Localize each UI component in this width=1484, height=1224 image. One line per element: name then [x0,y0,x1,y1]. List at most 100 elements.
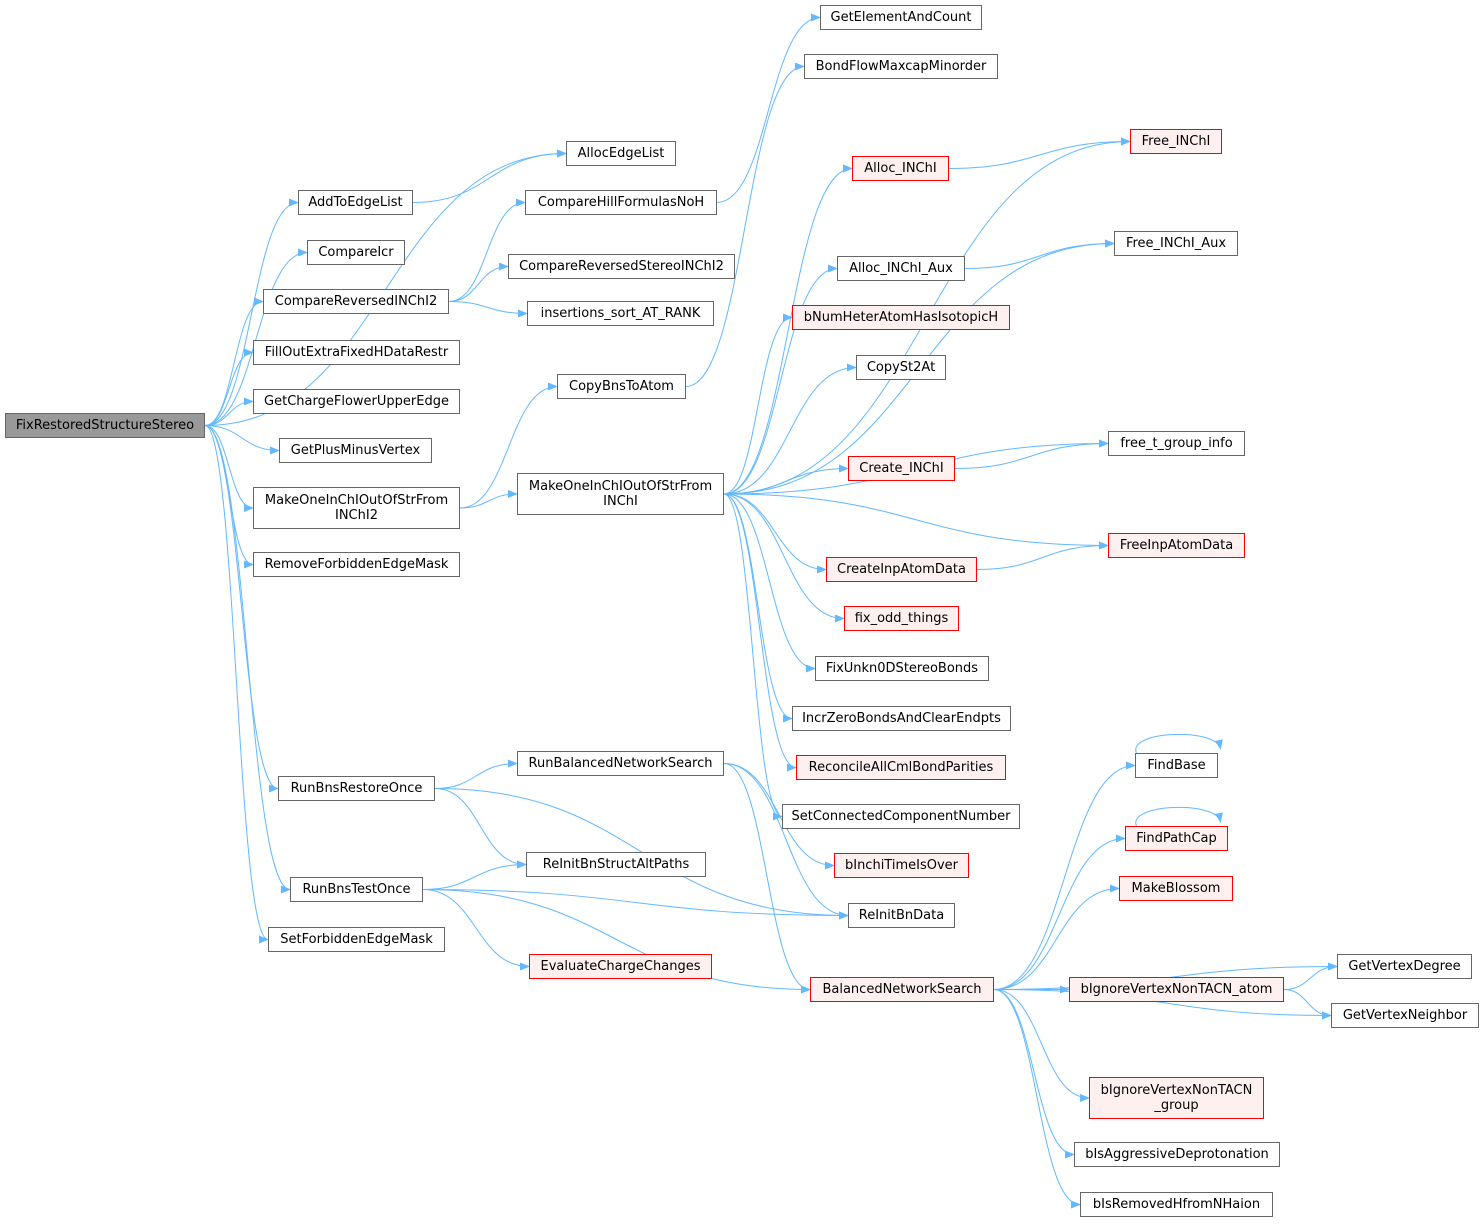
node-free-inch-i[interactable]: Free_INChI [1130,129,1222,154]
edge-fix-restored-structure-stereo-to-run-bns-restore-once [204,425,279,793]
edge-copy-bns-to-atom-to-bond-flow-maxcap-minorder [685,62,805,387]
edge-fix-restored-structure-stereo-to-get-plus-minus-vertex [204,425,280,455]
node-re-init-bn-data[interactable]: ReInitBnData [848,903,955,928]
node-find-path-cap[interactable]: FindPathCap [1125,826,1228,851]
node-copy-st2-at[interactable]: CopySt2At [856,355,946,380]
edge-b-ignore-vertex-non-tacn-atom-to-get-vertex-neighbor [1283,989,1332,1020]
node-get-vertex-degree[interactable]: GetVertexDegree [1337,954,1472,979]
edge-make-one-in-ch-iout-of-str-from-inch-i-to-fix-unkn0-dstereo-bonds [723,493,816,673]
node-set-connected-component-number[interactable]: SetConnectedComponentNumber [782,804,1020,829]
node-find-base[interactable]: FindBase [1135,753,1218,778]
node-bond-flow-maxcap-minorder[interactable]: BondFlowMaxcapMinorder [804,54,998,79]
edge-run-bns-restore-once-to-re-init-bn-struct-alt-paths [434,788,527,869]
edge-create-inch-i-to-free-t-group-info [954,439,1109,469]
edge-make-one-in-ch-iout-of-str-from-inch-i-to-alloc-inch-i [723,164,853,495]
edge-balanced-network-search-to-find-path-cap [993,834,1126,990]
node-re-init-bn-struct-alt-paths[interactable]: ReInitBnStructAltPaths [526,852,706,877]
node-remove-forbidden-edge-mask[interactable]: RemoveForbiddenEdgeMask [253,552,460,577]
edge-balanced-network-search-to-b-is-removed-hfrom-nhaion [993,989,1081,1209]
node-balanced-network-search[interactable]: BalancedNetworkSearch [810,977,994,1002]
node-alloc-inch-i[interactable]: Alloc_INChI [852,156,949,181]
node-reconcile-all-cml-bond-parities[interactable]: ReconcileAllCmlBondParities [796,755,1006,780]
node-compare-reversed-inch-i2[interactable]: CompareReversedINChI2 [263,289,449,314]
node-run-bns-restore-once[interactable]: RunBnsRestoreOnce [278,776,435,801]
node-compare-icr[interactable]: CompareIcr [307,240,405,265]
edge-make-one-in-ch-iout-of-str-from-inch-i2-to-make-one-in-ch-iout-of-str-from-inch-i [459,490,518,509]
node-make-blossom[interactable]: MakeBlossom [1119,876,1233,901]
node-b-num-heter-atom-has-isotopic-h[interactable]: bNumHeterAtomHasIsotopicH [792,305,1010,330]
edge-balanced-network-search-to-make-blossom [993,884,1120,990]
node-get-plus-minus-vertex[interactable]: GetPlusMinusVertex [279,438,432,463]
edge-fix-restored-structure-stereo-to-fill-out-extra-fixed-hdata-restr [204,348,254,426]
node-insertions-sort-at-rank[interactable]: insertions_sort_AT_RANK [527,301,714,326]
node-run-bns-test-once[interactable]: RunBnsTestOnce [290,877,423,902]
edge-add-to-edge-list-to-alloc-edge-list [412,149,567,203]
edge-create-inp-atom-data-to-free-inp-atom-data [976,541,1109,570]
node-get-element-and-count[interactable]: GetElementAndCount [820,5,982,30]
edge-make-one-in-ch-iout-of-str-from-inch-i-to-free-inp-atom-data [723,493,1109,550]
node-create-inch-i[interactable]: Create_INChI [848,456,955,481]
edge-find-base-to-find-base [1135,733,1223,754]
edge-balanced-network-search-to-b-ignore-vertex-non-tacn-group [993,989,1090,1102]
node-alloc-inch-i-aux[interactable]: Alloc_INChI_Aux [837,256,965,281]
node-alloc-edge-list[interactable]: AllocEdgeList [566,141,676,166]
node-fill-out-extra-fixed-hdata-restr[interactable]: FillOutExtraFixedHDataRestr [253,340,460,365]
edge-run-bns-test-once-to-evaluate-charge-changes [422,889,530,971]
edge-balanced-network-search-to-get-vertex-neighbor [993,989,1332,1020]
node-b-inchi-time-is-over[interactable]: bInchiTimeIsOver [834,853,969,878]
node-create-inp-atom-data[interactable]: CreateInpAtomData [826,557,977,582]
node-free-t-group-info[interactable]: free_t_group_info [1108,431,1245,456]
edge-compare-hill-formulas-no-h-to-get-element-and-count [716,13,821,203]
edge-make-one-in-ch-iout-of-str-from-inch-i-to-b-num-heter-atom-has-isotopic-h [723,313,793,495]
node-add-to-edge-list[interactable]: AddToEdgeList [298,190,413,215]
node-set-forbidden-edge-mask[interactable]: SetForbiddenEdgeMask [268,927,445,952]
edge-compare-reversed-inch-i2-to-insertions-sort-at-rank [448,301,528,318]
edge-make-one-in-ch-iout-of-str-from-inch-i-to-copy-st2-at [723,363,857,495]
edge-balanced-network-search-to-b-is-aggressive-deprotonation [993,989,1075,1159]
node-evaluate-charge-changes[interactable]: EvaluateChargeChanges [529,954,712,979]
edge-fix-restored-structure-stereo-to-set-forbidden-edge-mask [204,425,269,944]
edge-run-bns-test-once-to-re-init-bn-struct-alt-paths [422,860,527,890]
edge-compare-reversed-inch-i2-to-compare-reversed-stereo-inch-i2 [448,262,509,302]
edge-make-one-in-ch-iout-of-str-from-inch-i2-to-copy-bns-to-atom [459,382,558,509]
node-b-ignore-vertex-non-tacn-atom[interactable]: bIgnoreVertexNonTACN_atom [1069,977,1284,1002]
edge-fix-restored-structure-stereo-to-get-charge-flower-upper-edge [204,397,254,426]
edge-run-balanced-network-search-to-balanced-network-search [723,763,811,994]
node-free-inch-i-aux[interactable]: Free_INChI_Aux [1114,231,1238,256]
edge-alloc-inch-i-aux-to-free-inch-i-aux [964,239,1115,269]
node-b-ignore-vertex-non-tacn-group[interactable]: bIgnoreVertexNonTACN _group [1089,1077,1264,1119]
node-make-one-in-ch-iout-of-str-from-inch-i[interactable]: MakeOneInChIOutOfStrFrom INChI [517,473,724,515]
node-get-charge-flower-upper-edge[interactable]: GetChargeFlowerUpperEdge [253,389,460,414]
node-run-balanced-network-search[interactable]: RunBalancedNetworkSearch [517,751,724,776]
edge-make-one-in-ch-iout-of-str-from-inch-i-to-reconcile-all-cml-bond-parities [723,493,797,772]
edge-fix-restored-structure-stereo-to-add-to-edge-list [204,198,299,426]
edge-run-bns-test-once-to-balanced-network-search [422,889,811,994]
edge-fix-restored-structure-stereo-to-compare-reversed-inch-i2 [204,297,264,426]
node-b-is-aggressive-deprotonation[interactable]: bIsAggressiveDeprotonation [1074,1142,1280,1167]
edge-run-balanced-network-search-to-re-init-bn-data [723,763,849,920]
edge-make-one-in-ch-iout-of-str-from-inch-i-to-set-connected-component-number [723,493,783,821]
edge-make-one-in-ch-iout-of-str-from-inch-i-to-alloc-inch-i-aux [723,264,838,495]
edge-fix-restored-structure-stereo-to-compare-icr [204,248,308,426]
edge-balanced-network-search-to-find-base [993,761,1136,990]
node-incr-zero-bonds-and-clear-endpts[interactable]: IncrZeroBondsAndClearEndpts [792,706,1011,731]
edge-fix-restored-structure-stereo-to-make-one-in-ch-iout-of-str-from-inch-i2 [204,425,254,512]
edge-b-ignore-vertex-non-tacn-atom-to-get-vertex-degree [1283,962,1338,990]
node-compare-reversed-stereo-inch-i2[interactable]: CompareReversedStereoINChI2 [508,254,735,279]
node-fix-restored-structure-stereo: FixRestoredStructureStereo [5,413,205,438]
node-copy-bns-to-atom[interactable]: CopyBnsToAtom [557,374,686,399]
node-make-one-in-ch-iout-of-str-from-inch-i2[interactable]: MakeOneInChIOutOfStrFrom INChI2 [253,487,460,529]
node-compare-hill-formulas-no-h[interactable]: CompareHillFormulasNoH [525,190,717,215]
edge-find-path-cap-to-find-path-cap [1135,806,1223,827]
node-free-inp-atom-data[interactable]: FreeInpAtomData [1108,533,1245,558]
node-fix-odd-things[interactable]: fix_odd_things [844,606,959,631]
node-fix-unkn0-dstereo-bonds[interactable]: FixUnkn0DStereoBonds [815,656,989,681]
edge-fix-restored-structure-stereo-to-run-bns-test-once [204,425,291,894]
edge-make-one-in-ch-iout-of-str-from-inch-i-to-fix-odd-things [723,493,845,623]
edge-compare-reversed-inch-i2-to-compare-hill-formulas-no-h [448,198,526,302]
node-get-vertex-neighbor[interactable]: GetVertexNeighbor [1331,1003,1479,1028]
edge-run-bns-restore-once-to-run-balanced-network-search [434,759,518,789]
node-b-is-removed-hfrom-nhaion[interactable]: bIsRemovedHfromNHaion [1080,1192,1273,1217]
